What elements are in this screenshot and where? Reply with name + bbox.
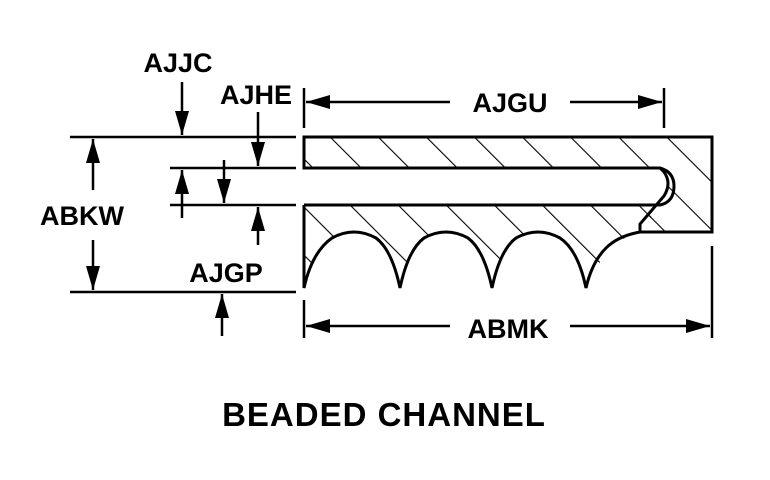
ajgu-label: AJGU: [472, 88, 547, 118]
slot-gap-dimension: [175, 160, 231, 218]
ajhe-label: AJHE: [220, 80, 292, 110]
diagram-title: BEADED CHANNEL: [222, 396, 546, 433]
extension-lines: [70, 88, 714, 338]
abkw-label: ABKW: [40, 201, 124, 231]
ajjc-dimension: AJJC: [143, 48, 213, 135]
abmk-label: ABMK: [468, 314, 549, 344]
slot-outline: [304, 166, 676, 207]
ajgp-label: AJGP: [189, 258, 263, 288]
channel-body: [302, 135, 714, 289]
abmk-dimension: ABMK: [306, 314, 710, 344]
ajhe-dimension: AJHE: [220, 80, 292, 245]
abkw-dimension: ABKW: [40, 139, 125, 290]
ajjc-label: AJJC: [143, 48, 212, 78]
ajgp-dimension: AJGP: [189, 258, 263, 336]
ajgu-dimension: AJGU: [306, 88, 662, 118]
bottom-flange: [304, 188, 674, 288]
bottom-flange-outline: [302, 205, 641, 289]
